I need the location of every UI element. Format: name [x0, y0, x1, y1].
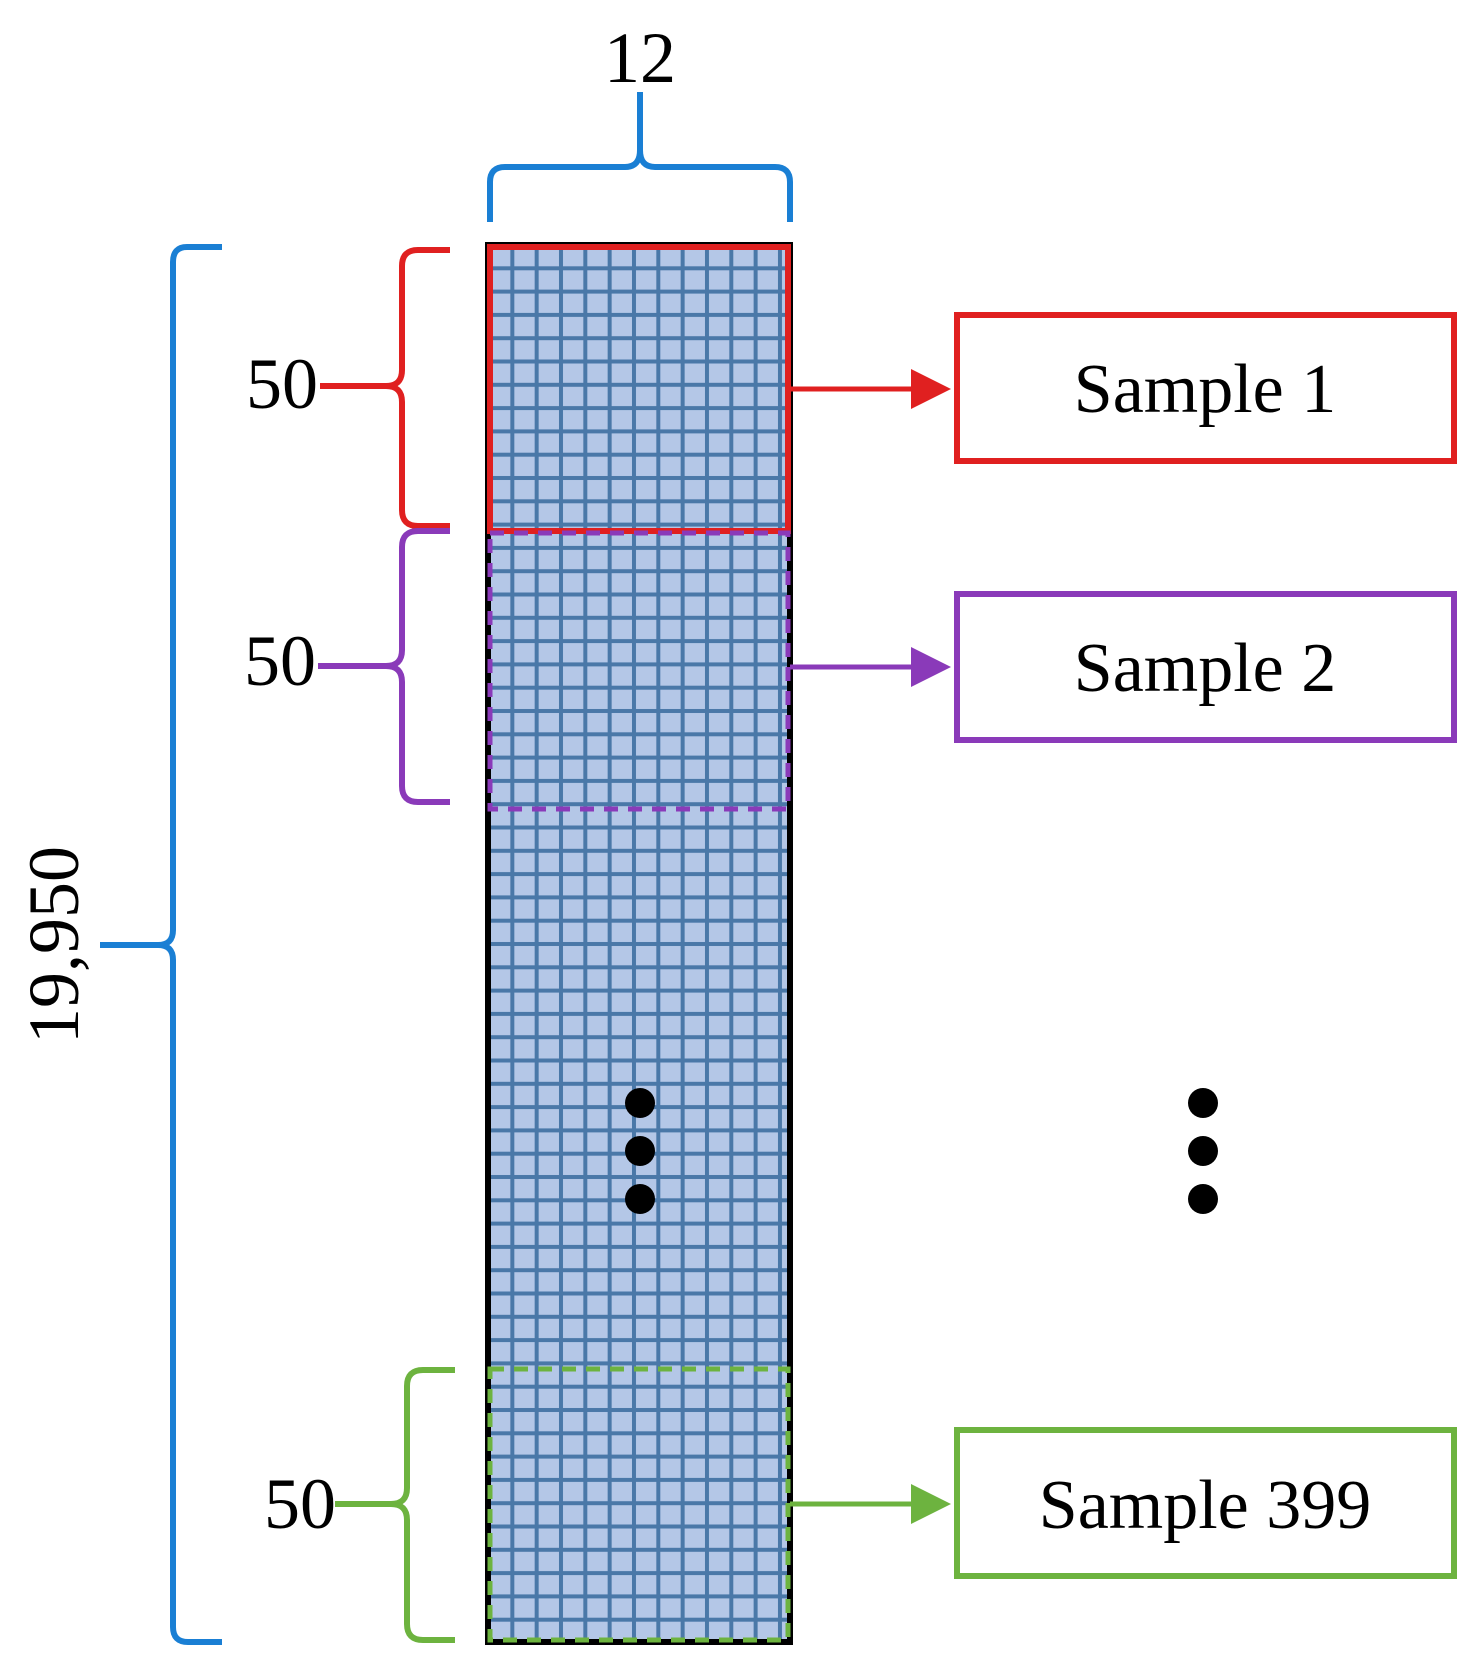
window-399-outline [487, 1366, 791, 1643]
total-rows-label: 19,950 [14, 846, 94, 1044]
sample-2-label: Sample 2 [1074, 630, 1336, 707]
columns-label: 12 [604, 18, 676, 98]
matrix-ellipsis-dot [625, 1136, 655, 1166]
window-1-rows-label: 50 [246, 344, 318, 424]
window-2-brace [318, 528, 450, 805]
matrix-ellipsis-dot [625, 1184, 655, 1214]
total-rows-brace [100, 244, 222, 1645]
window-399-rows-label: 50 [264, 1464, 336, 1544]
window-1-brace [320, 247, 450, 529]
sample-2-box [954, 591, 1457, 743]
samples-ellipsis-dot [1188, 1136, 1218, 1166]
window-2-outline [487, 530, 791, 812]
sample-399-box [954, 1427, 1457, 1579]
window-399-brace [335, 1367, 455, 1643]
sample-1-box [954, 312, 1457, 464]
samples-ellipsis-dot [1188, 1184, 1218, 1214]
samples-ellipsis-dot [1188, 1088, 1218, 1118]
window-2-rows-label: 50 [244, 621, 316, 701]
sample-1-label: Sample 1 [1074, 351, 1336, 428]
matrix-ellipsis-dot [625, 1088, 655, 1118]
sample-399-label: Sample 399 [1039, 1467, 1371, 1544]
data-matrix [485, 242, 793, 1645]
columns-brace [487, 92, 793, 222]
